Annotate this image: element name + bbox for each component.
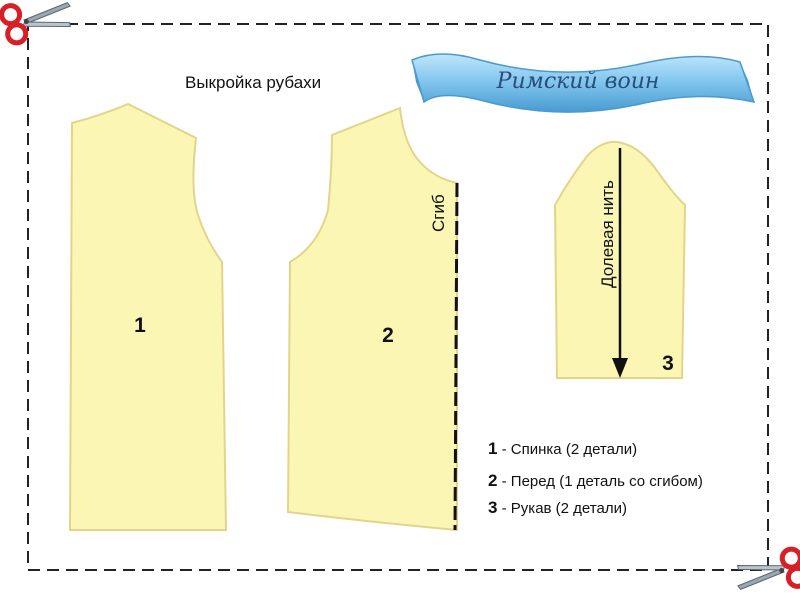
- fold-label: Сгиб: [429, 194, 448, 232]
- legend-item: 1 - Спинка (2 детали): [488, 439, 637, 458]
- pattern-piece-front: [286, 106, 458, 532]
- page-title: Выкройка рубахи: [185, 73, 321, 92]
- legend-item: 3 - Рукав (2 детали): [488, 498, 627, 517]
- piece-number-3: 3: [662, 352, 674, 375]
- piece-number-2: 2: [382, 324, 394, 347]
- pattern-piece-back: [68, 102, 228, 531]
- fold-line: [453, 182, 459, 531]
- legend: 1 - Спинка (2 детали) 2 - Перед (1 детал…: [488, 439, 703, 517]
- scissors-icon: [0, 0, 75, 45]
- piece-number-1: 1: [134, 314, 146, 337]
- banner-text: Римский воин: [496, 69, 660, 94]
- dashed-border: [27, 23, 769, 571]
- grain-label: Долевая нить: [598, 180, 617, 288]
- legend-item: 2 - Перед (1 деталь со сгибом): [488, 471, 703, 490]
- banner: Римский воин: [411, 53, 756, 113]
- scissors-icon: [733, 547, 800, 599]
- grain-arrow-head: [612, 358, 628, 378]
